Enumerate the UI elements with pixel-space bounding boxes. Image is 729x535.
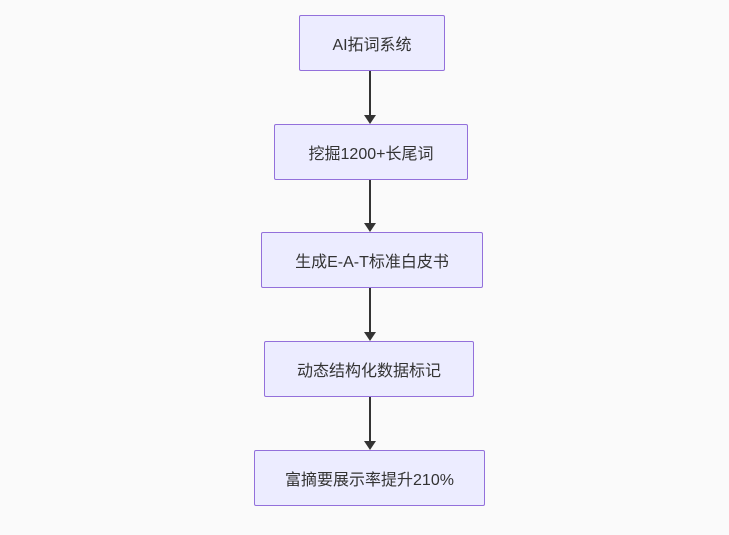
arrow-down-icon	[364, 115, 376, 124]
node-label: 富摘要展示率提升210%	[285, 472, 454, 489]
node-label: 生成E-A-T标准白皮书	[295, 254, 449, 271]
arrow-down-icon	[364, 223, 376, 232]
flow-arrow-line	[369, 288, 371, 332]
flowchart-node-longtail-mining: 挖掘1200+长尾词	[274, 124, 468, 180]
arrow-down-icon	[364, 332, 376, 341]
node-label: 挖掘1200+长尾词	[308, 146, 434, 163]
flow-arrow-line	[369, 180, 371, 223]
flowchart-node-ai-keyword-system: AI拓词系统	[299, 15, 445, 71]
flow-arrow-line	[369, 397, 371, 441]
flowchart-node-structured-data-markup: 动态结构化数据标记	[264, 341, 474, 397]
flow-arrow-line	[369, 71, 371, 115]
flowchart-node-eat-whitepaper: 生成E-A-T标准白皮书	[261, 232, 483, 288]
flowchart-node-rich-snippet-rate: 富摘要展示率提升210%	[254, 450, 485, 506]
node-label: AI拓词系统	[332, 37, 412, 54]
node-label: 动态结构化数据标记	[296, 363, 441, 380]
arrow-down-icon	[364, 441, 376, 450]
